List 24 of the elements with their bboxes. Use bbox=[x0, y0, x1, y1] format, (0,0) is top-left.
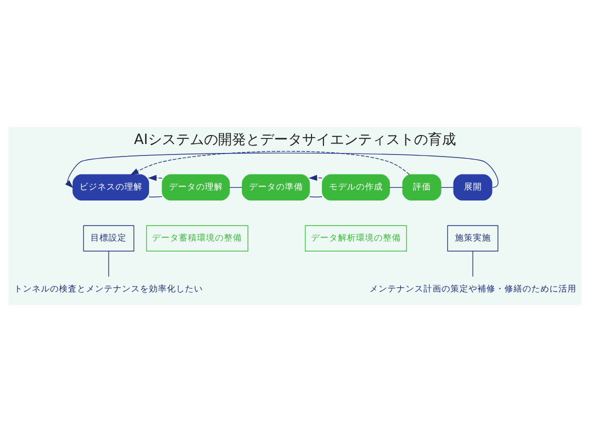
connector bbox=[148, 196, 163, 198]
arrow bbox=[130, 151, 410, 176]
diagram-title: AIシステムの開発とデータサイエンティストの育成 bbox=[134, 132, 456, 148]
node-box: データの準備 bbox=[242, 174, 310, 201]
node-box: 展開 bbox=[453, 174, 492, 201]
node-text: トンネルの検査とメンテナンスを効率化したい bbox=[14, 284, 204, 295]
node-box: 評価 bbox=[402, 174, 442, 201]
node-box: 目標設定 bbox=[83, 225, 134, 252]
connector bbox=[229, 187, 242, 188]
connector bbox=[389, 187, 403, 188]
connector bbox=[108, 251, 110, 277]
node-box: データ蓄積環境の整備 bbox=[146, 225, 248, 252]
node-box: 施策実施 bbox=[447, 225, 498, 252]
arrow bbox=[148, 174, 163, 181]
arrow bbox=[65, 152, 498, 188]
node-text: メンテナンス計画の策定や補修・修繕のために活用 bbox=[369, 284, 576, 295]
connector bbox=[472, 251, 474, 277]
arrow bbox=[308, 174, 322, 181]
connector bbox=[309, 196, 322, 198]
node-box: ビジネスの理解 bbox=[72, 174, 150, 201]
connector bbox=[440, 187, 454, 188]
node-box: データの理解 bbox=[162, 174, 230, 201]
node-box: モデルの作成 bbox=[322, 174, 390, 201]
node-box: データ解析環境の整備 bbox=[304, 225, 407, 252]
